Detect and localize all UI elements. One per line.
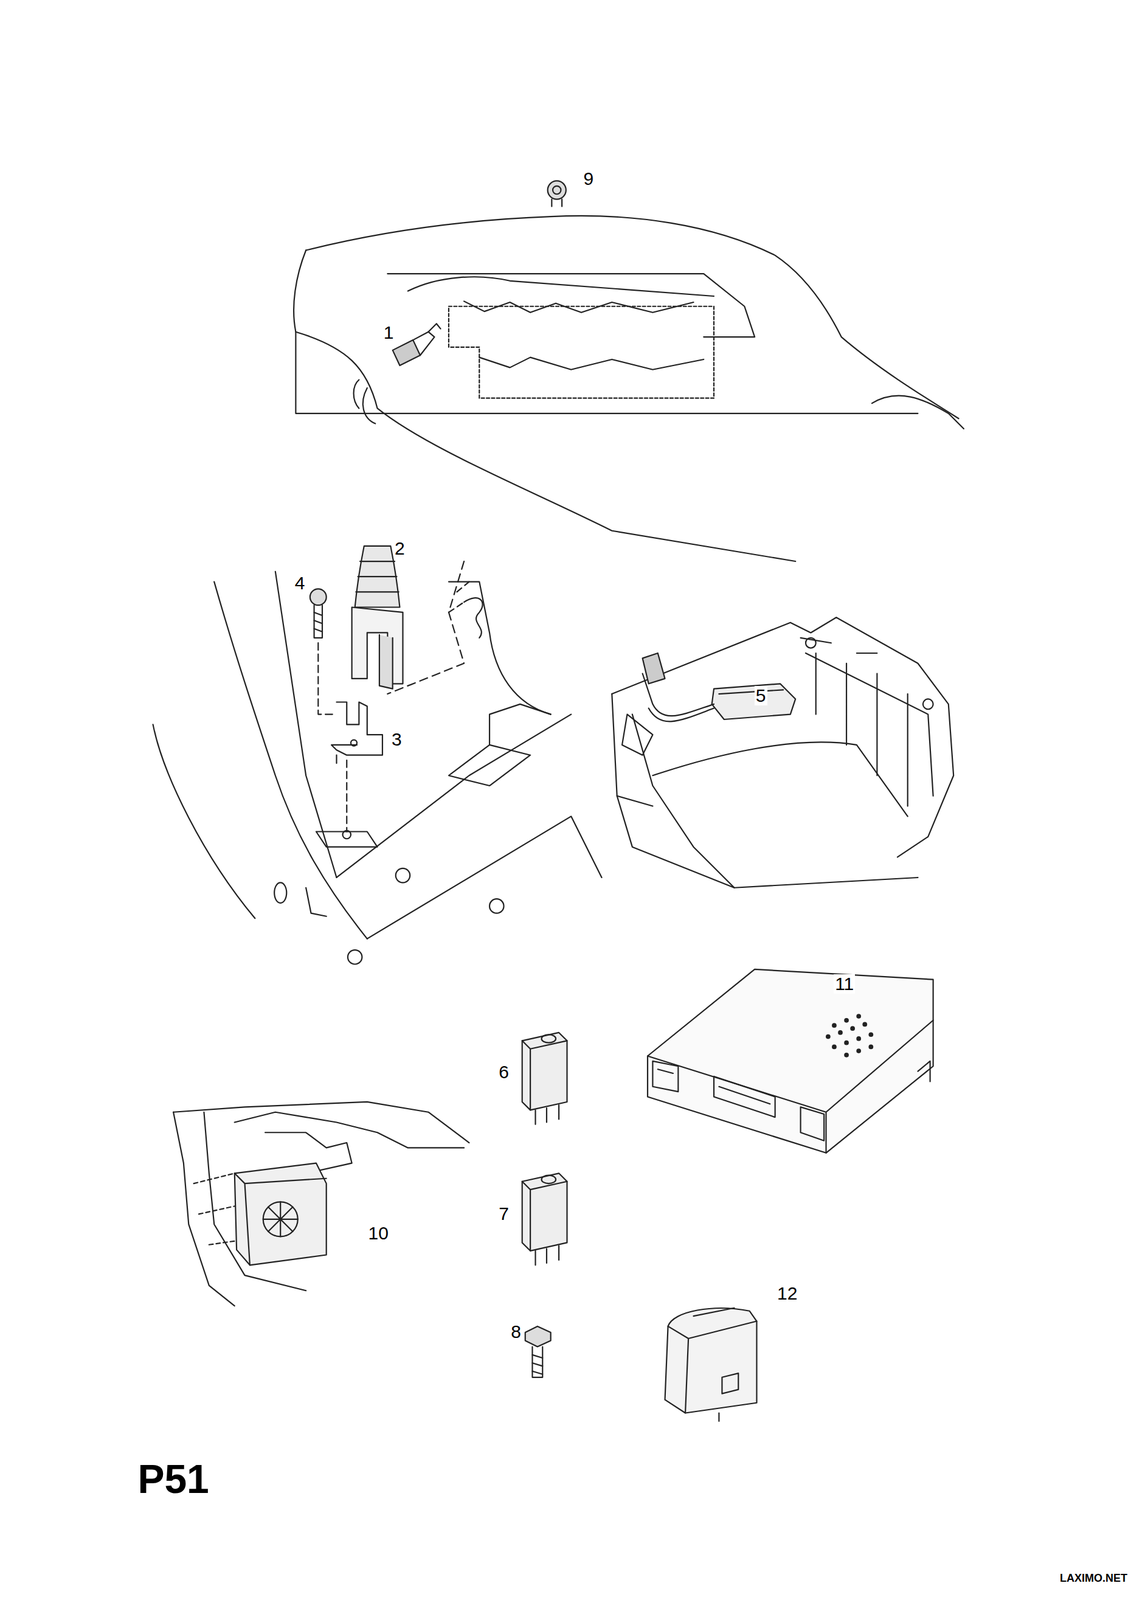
callout-number: 4 [293, 573, 307, 593]
callout-number: 5 [754, 685, 768, 706]
callout-number: 11 [833, 974, 855, 994]
callout-number: 12 [775, 1283, 799, 1304]
callout-number: 2 [393, 538, 407, 559]
callout-number: 9 [581, 169, 595, 189]
callout-number: 8 [509, 1321, 523, 1342]
watermark: LAXIMO.NET [1058, 1571, 1129, 1585]
callout-number: 1 [382, 322, 396, 343]
callout-number: 7 [497, 1203, 511, 1224]
callout-number: 3 [390, 729, 404, 750]
page-code: P51 [136, 1458, 210, 1500]
callout-number: 10 [367, 1223, 390, 1243]
callout-number: 6 [497, 1062, 511, 1082]
